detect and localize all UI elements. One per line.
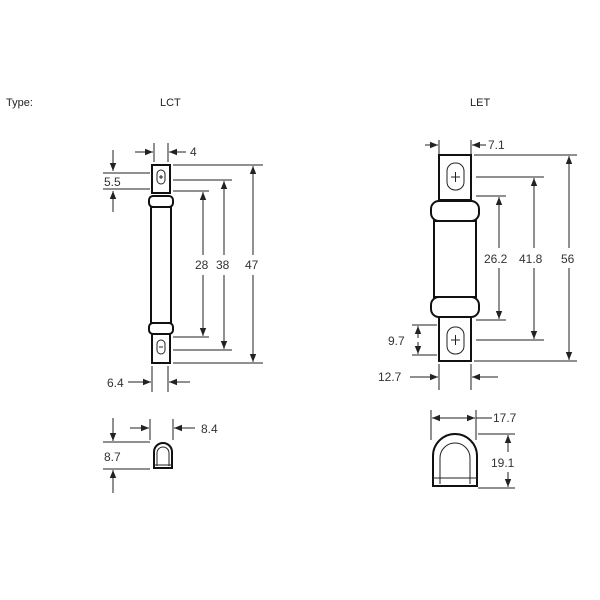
lct-end-view bbox=[103, 418, 195, 493]
let-fuse-drawing bbox=[430, 154, 480, 362]
type-label: Type: bbox=[6, 97, 33, 109]
lct-body-length: 28 bbox=[195, 258, 209, 272]
let-end-width: 17.7 bbox=[493, 411, 517, 425]
lct-end-width: 8.4 bbox=[201, 422, 218, 436]
let-terminal-width: 7.1 bbox=[488, 138, 505, 152]
type-lct-label: LCT bbox=[160, 97, 181, 109]
lct-terminal-width: 4 bbox=[190, 145, 197, 159]
lct-slot-height: 5.5 bbox=[104, 175, 121, 189]
lct-end-height: 8.7 bbox=[104, 450, 121, 464]
lct-overall-length: 47 bbox=[245, 258, 259, 272]
let-overall-length: 56 bbox=[561, 252, 575, 266]
type-let-label: LET bbox=[470, 97, 490, 109]
let-body-length: 26.2 bbox=[484, 252, 508, 266]
lct-dimensions bbox=[103, 143, 263, 392]
let-end-view bbox=[430, 410, 515, 489]
lct-mounting-center: 38 bbox=[216, 258, 230, 272]
let-body-width: 12.7 bbox=[378, 370, 402, 384]
let-end-height: 19.1 bbox=[491, 456, 515, 470]
let-dimensions bbox=[410, 140, 577, 390]
let-mounting-center: 41.8 bbox=[519, 252, 543, 266]
let-slot-height: 9.7 bbox=[388, 334, 405, 348]
lct-body-width: 6.4 bbox=[107, 376, 124, 390]
lct-fuse-drawing bbox=[148, 164, 174, 364]
